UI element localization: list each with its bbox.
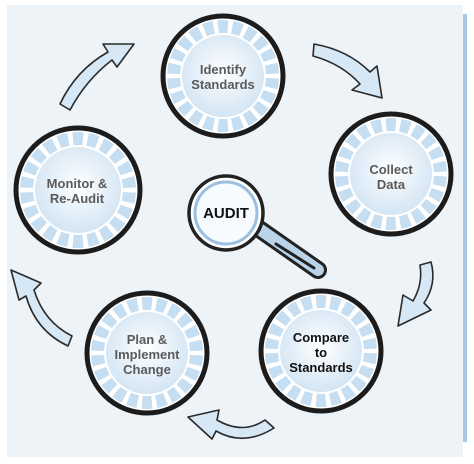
stage-label-monitor-re-audit: Monitor & Re-Audit <box>46 176 108 206</box>
arrow-compare-to-implement <box>187 409 275 440</box>
arrow-implement-to-monitor <box>10 269 73 347</box>
center-label-audit: AUDIT <box>203 204 249 222</box>
stage-ring-monitor <box>13 125 143 255</box>
stage-label-plan-implement-change: Plan & Implement Change <box>114 331 180 377</box>
magnifying-glass-icon <box>187 174 327 279</box>
stage-label-collect-data: Collect Data <box>369 162 413 192</box>
arrow-identify-to-collect <box>312 43 383 99</box>
stage-ring-implement <box>84 290 210 416</box>
stage-ring-compare <box>258 288 384 414</box>
arrow-collect-to-compare <box>397 261 434 327</box>
stage-ring-identify <box>160 13 286 139</box>
side-accent-bar <box>463 14 467 442</box>
arrow-monitor-to-identify <box>59 43 135 111</box>
stage-label-identify-standards: Identify Standards <box>191 62 255 92</box>
stage-ring-collect <box>328 111 454 237</box>
stage-label-compare-to-standards: Compare to Standards <box>289 329 353 375</box>
